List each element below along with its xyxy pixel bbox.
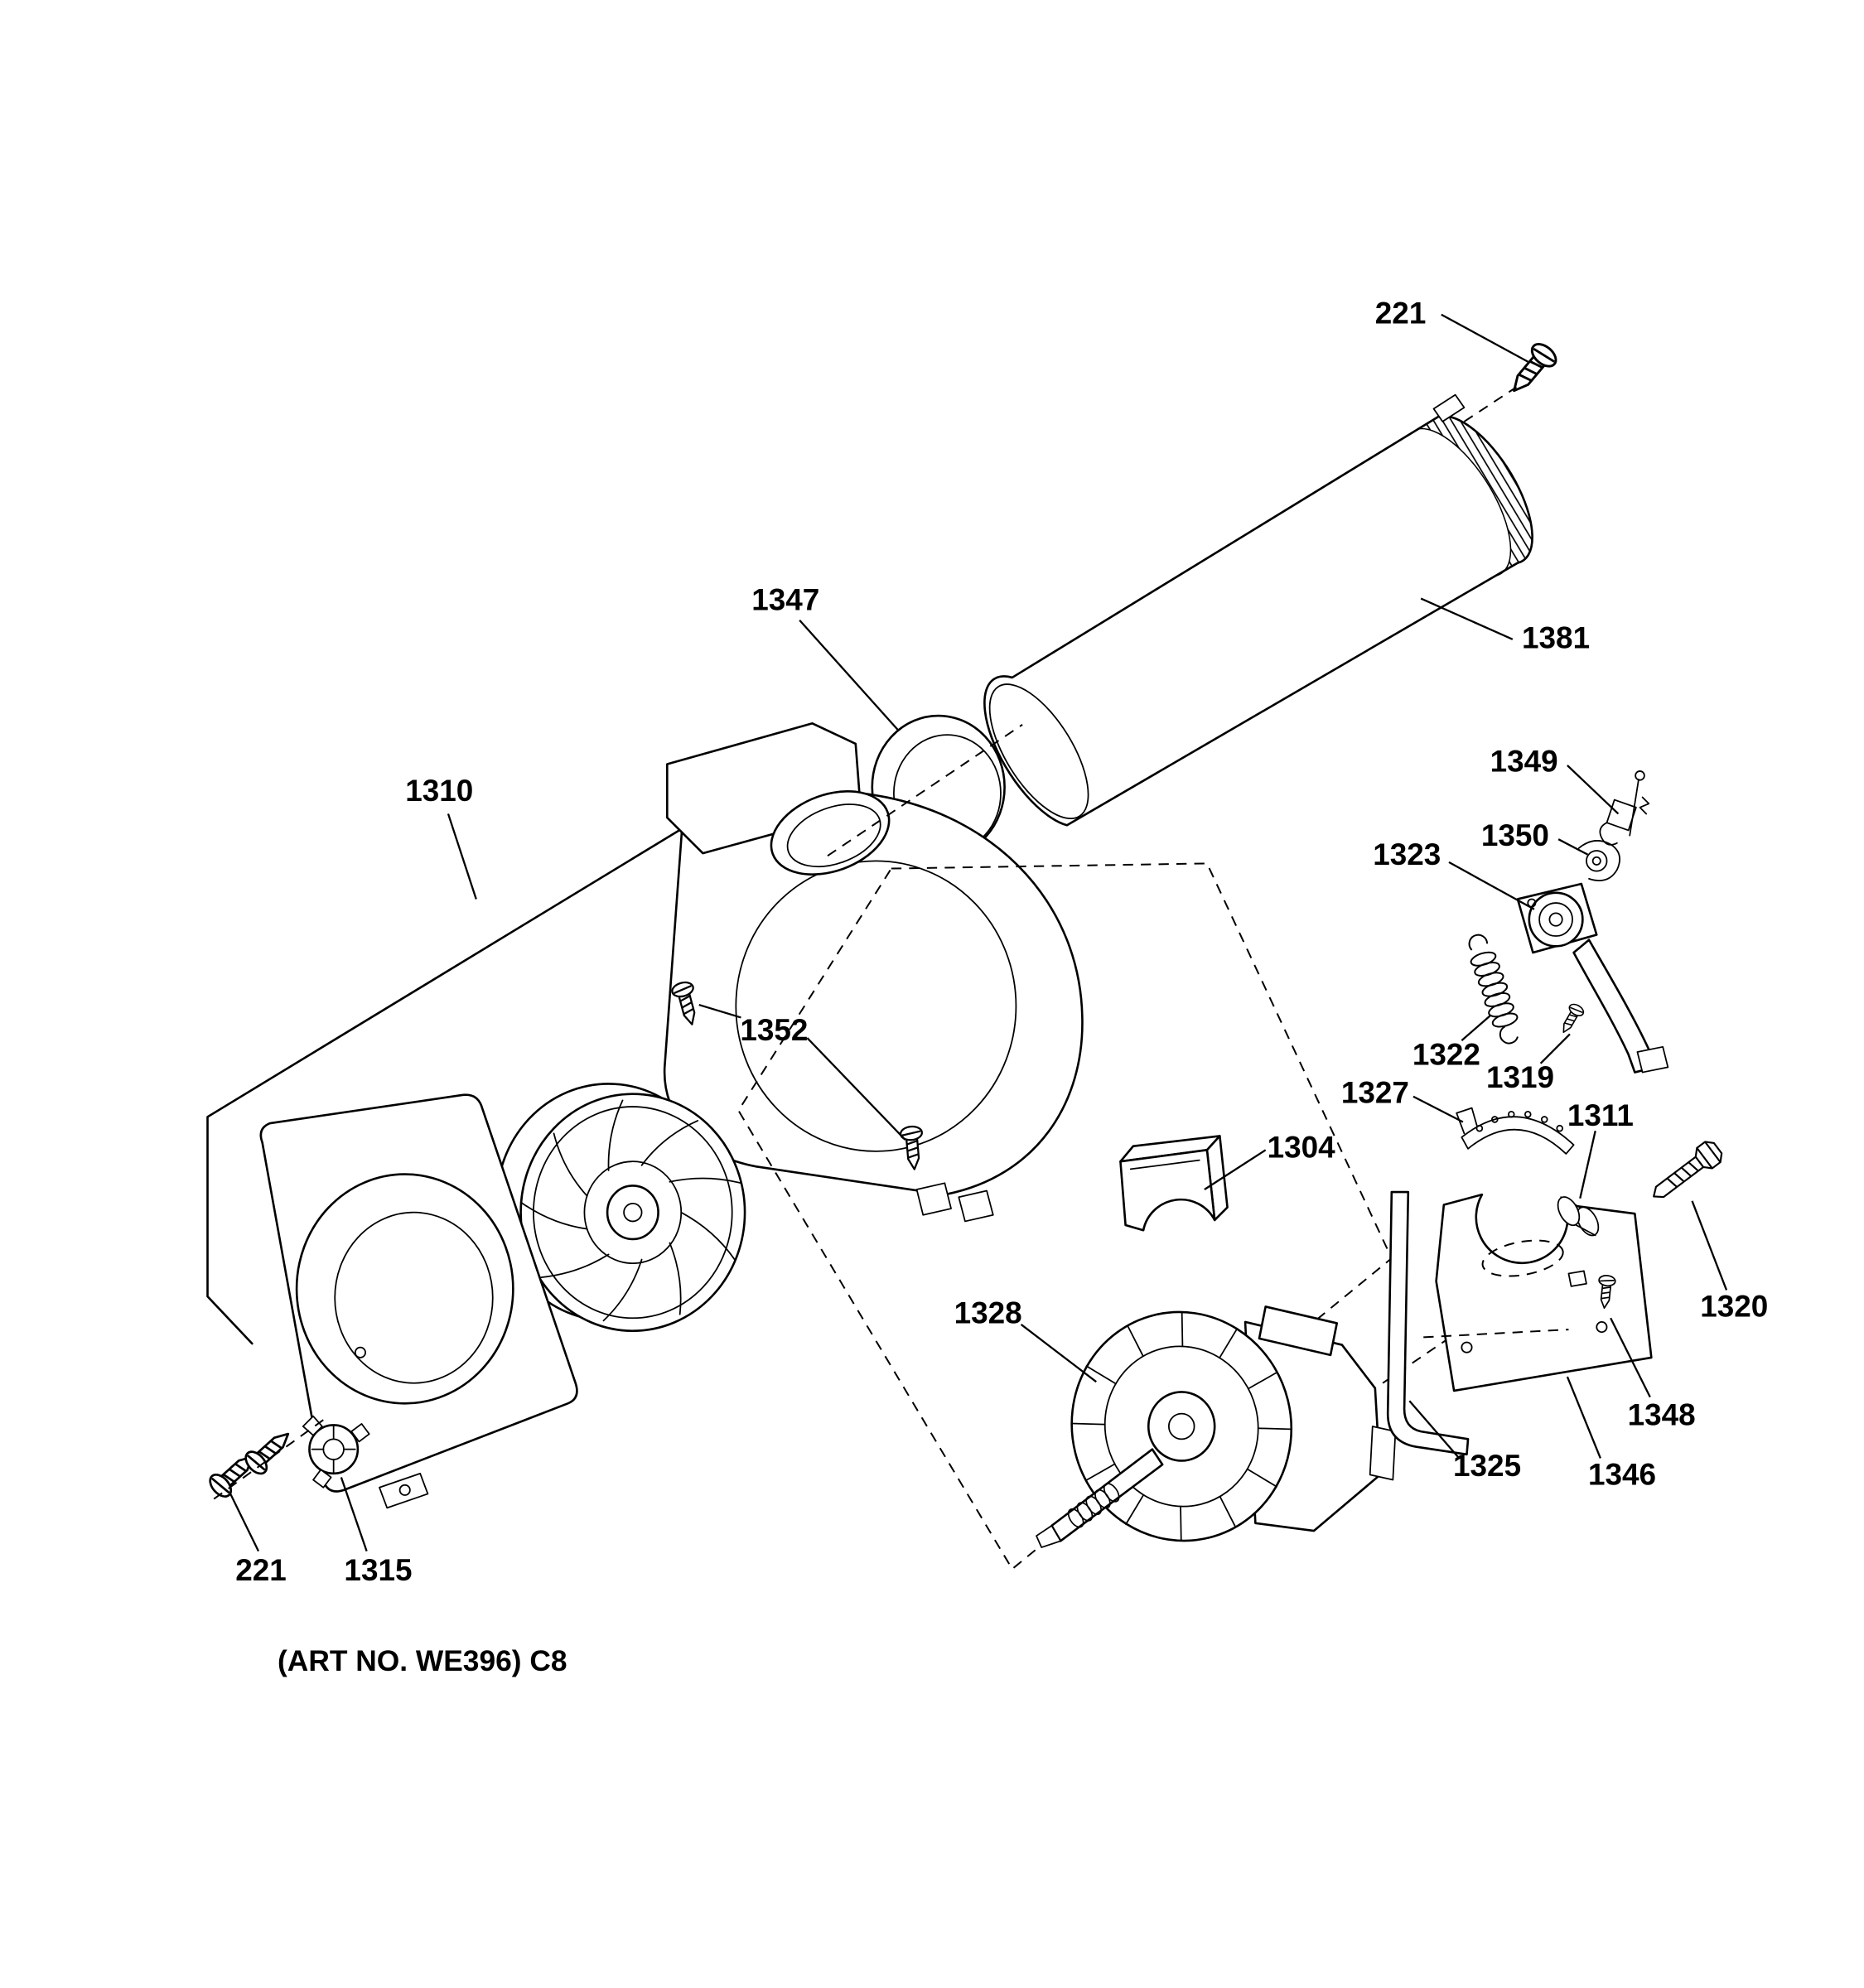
leader-line-1346 xyxy=(1566,1376,1601,1459)
part-label-221-duct-screw: 221 xyxy=(1375,297,1427,331)
idler-arm-hook xyxy=(1577,840,1620,881)
part-label-1320: 1320 xyxy=(1700,1290,1768,1324)
art-number-note: (ART NO. WE396) C8 xyxy=(278,1645,567,1677)
leader-line-1304 xyxy=(1204,1149,1267,1190)
belt-switch-lever xyxy=(1599,770,1650,846)
part-label-1346: 1346 xyxy=(1588,1458,1656,1492)
part-label-1381: 1381 xyxy=(1522,621,1590,655)
part-label-1323: 1323 xyxy=(1373,837,1441,871)
motor-ribs xyxy=(1071,1311,1292,1542)
motor-mounting-plate xyxy=(1423,1193,1653,1392)
bolt-1320 xyxy=(1644,1136,1726,1208)
motor-shaft-spring xyxy=(1067,1483,1120,1528)
rear-panel-outline xyxy=(206,737,832,1345)
part-label-1311: 1311 xyxy=(1567,1098,1634,1132)
motor-isolator xyxy=(1557,1196,1600,1237)
part-label-1315: 1315 xyxy=(344,1553,412,1587)
leader-line-1350 xyxy=(1557,838,1589,856)
mounting-bracket-strip xyxy=(1386,1190,1470,1456)
wheel-clamp-hub xyxy=(302,1415,370,1489)
leader-line-1349 xyxy=(1567,765,1620,815)
part-label-1319: 1319 xyxy=(1486,1060,1554,1094)
screw-221-hub-b xyxy=(240,1423,298,1479)
housing-foot xyxy=(958,1189,994,1223)
leader-line-1327 xyxy=(1412,1095,1464,1123)
drive-motor xyxy=(1036,1305,1397,1548)
part-label-1327: 1327 xyxy=(1341,1075,1409,1109)
leader-line-1352-2 xyxy=(806,1037,906,1141)
phantom-assembly-box xyxy=(737,862,1393,1571)
part-label-1349: 1349 xyxy=(1490,745,1558,779)
part-label-1348: 1348 xyxy=(1628,1397,1696,1431)
leader-line-1348 xyxy=(1610,1317,1651,1398)
blower-wheel-blades xyxy=(519,1099,742,1322)
screw-1319 xyxy=(1556,1001,1586,1037)
leader-line-1381 xyxy=(1420,597,1514,640)
leader-line-1320 xyxy=(1691,1200,1728,1291)
part-label-1347: 1347 xyxy=(751,582,819,616)
leader-line-1310 xyxy=(447,813,477,900)
idler-pulley-bracket xyxy=(1516,882,1669,1074)
idler-spring xyxy=(1468,934,1519,1045)
part-label-1304: 1304 xyxy=(1268,1131,1336,1165)
leader-line-221-hub-screws xyxy=(229,1493,260,1552)
leader-line-1352 xyxy=(698,1003,741,1019)
exhaust-duct xyxy=(983,393,1533,827)
drum-glide-strip xyxy=(1456,1107,1575,1155)
leader-line-1347 xyxy=(799,619,900,732)
housing-foot xyxy=(915,1182,952,1216)
leader-line-1319 xyxy=(1539,1033,1571,1064)
blower-wheel xyxy=(495,1083,746,1332)
blower-housing xyxy=(663,721,1084,1223)
leader-line-1323 xyxy=(1448,861,1535,910)
blower-front-plate xyxy=(259,1093,578,1509)
part-label-1322: 1322 xyxy=(1412,1037,1480,1071)
leader-line-1311 xyxy=(1579,1131,1596,1199)
part-label-1325: 1325 xyxy=(1453,1449,1521,1483)
leader-line-1322 xyxy=(1461,1014,1492,1041)
part-label-1328: 1328 xyxy=(954,1296,1022,1329)
leader-line-1325 xyxy=(1408,1400,1461,1460)
part-label-1352: 1352 xyxy=(740,1013,808,1047)
part-label-221-hub-screws: 221 xyxy=(235,1553,287,1587)
belt-switch-bracket xyxy=(1119,1135,1229,1232)
part-label-1350: 1350 xyxy=(1481,818,1549,852)
leader-line-1328 xyxy=(1020,1324,1097,1383)
leader-line-1315 xyxy=(340,1477,368,1552)
leader-line-221-duct-screw xyxy=(1441,313,1528,363)
motor-shaft-tip xyxy=(1036,1525,1062,1548)
duct-mounting-tab xyxy=(1432,393,1466,422)
plate-mounting-tab xyxy=(379,1472,429,1509)
part-label-1310: 1310 xyxy=(405,774,473,808)
